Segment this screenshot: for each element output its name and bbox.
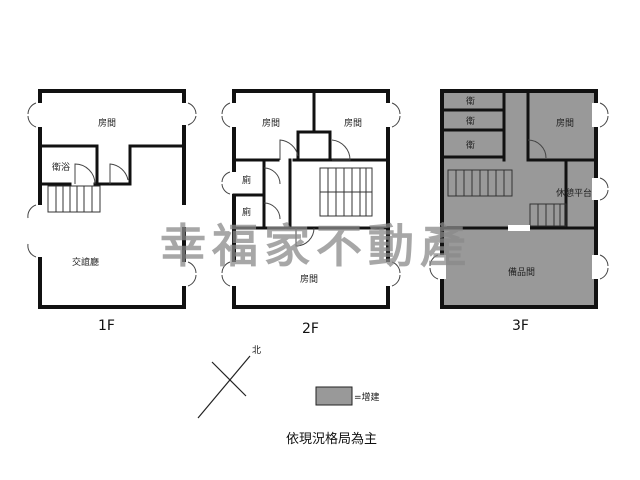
floor-3-room-bath-2: 衛 <box>466 115 475 127</box>
compass: 北 <box>197 345 261 419</box>
legend-swatch <box>315 386 353 406</box>
floor-3-room-bath-1: 衛 <box>466 95 475 107</box>
floor-1-room-bath: 衛浴 <box>52 161 70 173</box>
floor-1-label: 1F <box>98 318 115 334</box>
floor-2-room-bedroom-main: 房間 <box>300 273 318 285</box>
compass-north-label: 北 <box>252 345 261 356</box>
floor-1-outline <box>38 89 186 309</box>
floor-3-room-bath-3: 衛 <box>466 139 475 151</box>
legend: =增建 <box>315 386 380 406</box>
floor-3-extension-fill <box>442 91 596 307</box>
floor-3: 衛 衛 衛 房間 休憩平台 備品間 3F <box>429 89 609 334</box>
floor-2-room-toilet-lower: 廁 <box>242 206 251 218</box>
floor-2-room-bedroom-left: 房間 <box>262 117 280 129</box>
floor-2-room-toilet-upper: 廁 <box>242 174 251 186</box>
layout-note: 依現況格局為主 <box>286 431 377 447</box>
floor-2: 房間 房間 廁 廁 房間 2F <box>221 89 401 337</box>
floor-2-outline <box>232 89 390 309</box>
floor-3-room-lounge: 休憩平台 <box>556 187 592 199</box>
legend-text: =增建 <box>354 391 380 403</box>
floor-1: 房間 衛浴 交誼廳 1F <box>27 89 197 334</box>
floor-1-stairs <box>47 185 101 213</box>
watermark: 幸福家不動產 <box>160 219 472 273</box>
floor-3-label: 3F <box>512 318 529 334</box>
floor-3-stairs <box>447 169 567 227</box>
floor-3-room-bedroom: 房間 <box>556 117 574 129</box>
floor-3-room-storage: 備品間 <box>508 266 535 278</box>
floor-2-room-bedroom-right: 房間 <box>344 117 362 129</box>
floor-2-stairs <box>319 167 373 217</box>
floor-1-hall-door <box>109 163 129 184</box>
floor-1-room-bedroom: 房間 <box>98 117 116 129</box>
floor-1-room-living: 交誼廳 <box>72 256 99 268</box>
floor-1-bath-door <box>74 163 96 185</box>
floor-2-label: 2F <box>302 321 319 337</box>
